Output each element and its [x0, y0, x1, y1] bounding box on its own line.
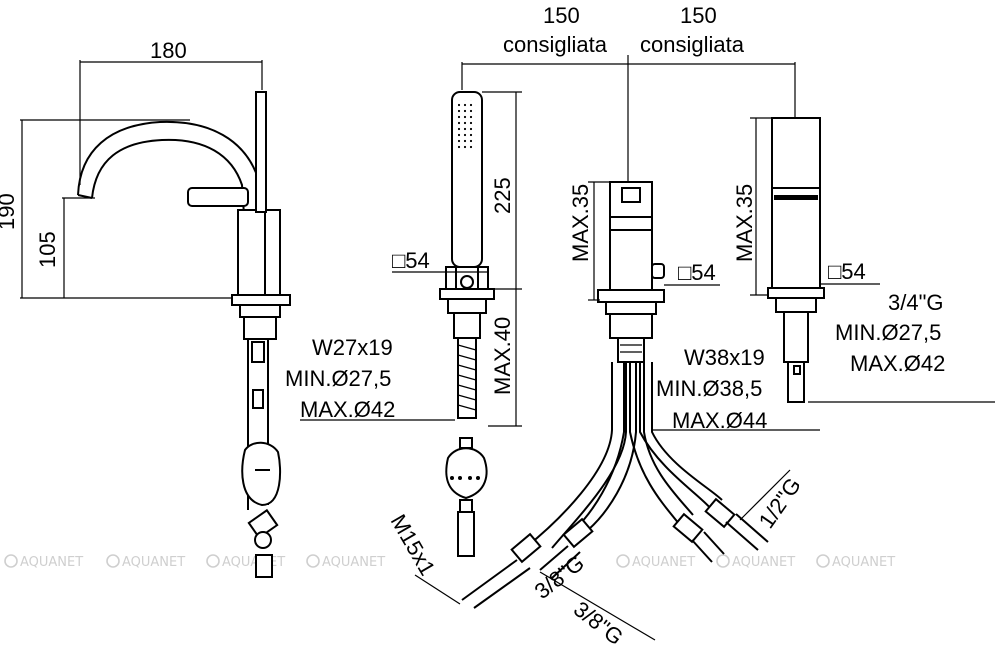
spec-line: MIN.Ø38,5: [656, 376, 762, 401]
watermark: AQUANET: [616, 554, 695, 570]
mixer-assembly: 150 consigliata 150 consigliata: [386, 3, 820, 648]
spec-line: W38x19: [684, 345, 765, 370]
spec-line: 3/4"G: [888, 290, 944, 315]
hose-shower-label: M15x1: [386, 510, 441, 580]
svg-text:AQUANET: AQUANET: [122, 555, 185, 570]
hose-outlet-label: 1/2"G: [754, 473, 806, 533]
dim-max-hand-deck: MAX.40: [490, 317, 515, 395]
dim-width-top: 180: [150, 38, 187, 63]
svg-text:AQUANET: AQUANET: [632, 555, 695, 570]
watermark: AQUANET: [106, 554, 185, 570]
dim-square-diverter: □54: [828, 259, 866, 284]
watermark: AQUANET: [206, 554, 285, 570]
watermark: AQUANET: [4, 554, 83, 570]
watermark-row: AQUANET AQUANET AQUANET AQUANET AQUANET …: [4, 554, 895, 570]
dim-spacing-2: 150: [680, 3, 717, 28]
dim-square-hand: □54: [392, 248, 430, 273]
hose-hot-label: 3/8"G: [569, 596, 628, 648]
dim-max-diverter: MAX.35: [732, 184, 757, 262]
handshower-assembly: 225 MAX.40 □54: [392, 62, 628, 557]
dim-max-mixer: MAX.35: [568, 184, 593, 262]
svg-text:AQUANET: AQUANET: [322, 555, 385, 570]
dim-spacing-2-note: consigliata: [640, 32, 745, 57]
svg-text:AQUANET: AQUANET: [222, 555, 285, 570]
dim-height-total: 190: [0, 193, 19, 230]
diverter-specs: 3/4"G MIN.Ø27,5 MAX.Ø42: [835, 290, 945, 376]
spray-holes: [458, 100, 476, 150]
spec-line: MIN.Ø27,5: [285, 366, 391, 391]
dim-height-spout: 105: [35, 231, 60, 268]
svg-text:AQUANET: AQUANET: [732, 555, 795, 570]
spec-line: MAX.Ø42: [850, 351, 945, 376]
spec-line: W27x19: [312, 335, 393, 360]
svg-text:AQUANET: AQUANET: [20, 555, 83, 570]
dim-square-mixer: □54: [678, 260, 716, 285]
spec-line: MAX.Ø44: [672, 408, 767, 433]
dim-handshower-length: 225: [490, 177, 515, 214]
diverter-assembly: MAX.35 □54 3/4"G MIN.Ø27,5 MAX.Ø42: [732, 117, 995, 403]
spout-assembly: 180 190 105: [0, 38, 455, 578]
mixer-specs: W38x19 MIN.Ø38,5 MAX.Ø44: [656, 345, 767, 433]
watermark: AQUANET: [716, 554, 795, 570]
dim-spacing-1: 150: [543, 3, 580, 28]
spec-line: MIN.Ø27,5: [835, 320, 941, 345]
dim-spacing-1-note: consigliata: [503, 32, 608, 57]
spec-line: MAX.Ø42: [300, 397, 395, 422]
spout-specs: W27x19 MIN.Ø27,5 MAX.Ø42: [285, 335, 395, 422]
svg-text:AQUANET: AQUANET: [832, 555, 895, 570]
watermark: AQUANET: [306, 554, 385, 570]
watermark: AQUANET: [816, 554, 895, 570]
